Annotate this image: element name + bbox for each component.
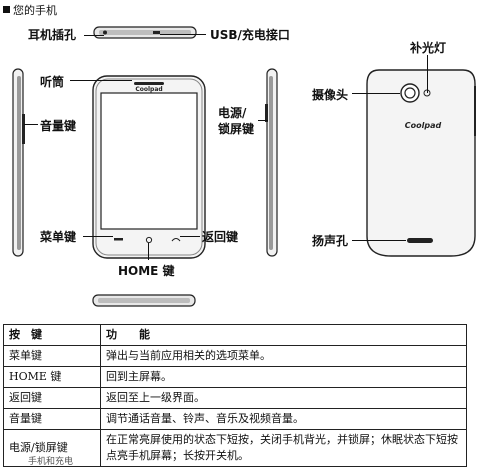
table-row: 返回键 返回至上一级界面。 xyxy=(3,387,467,409)
table-row: 电源/锁屏键 在正常亮屏使用的状态下短按，关闭手机背光，并锁屏；休眠状态下短按点… xyxy=(3,429,467,467)
home-key-label: HOME 键 xyxy=(118,264,175,278)
phone-top-illustration xyxy=(93,26,197,39)
phone-back-illustration: Coolpad xyxy=(366,69,476,257)
column-header-function: 功 能 xyxy=(100,324,467,346)
phone-side-illustration xyxy=(265,68,278,257)
phone-front-view: Coolpad xyxy=(92,75,206,259)
volume-key-label: 音量键 xyxy=(40,119,77,133)
usb-port-label: USB/充电接口 xyxy=(210,28,290,42)
receiver-pointer xyxy=(70,80,132,81)
table-row: 菜单键 弹出与当前应用相关的选项菜单。 xyxy=(3,345,467,367)
square-bullet-icon xyxy=(3,6,10,13)
back-key-pointer xyxy=(180,236,200,237)
back-key-label: 返回键 xyxy=(202,230,239,244)
camera-pointer xyxy=(352,93,400,94)
function-cell: 弹出与当前应用相关的选项菜单。 xyxy=(100,345,467,367)
phone-left-side-view xyxy=(11,68,25,258)
phone-bottom-illustration xyxy=(92,294,196,307)
next-section-heading-cutoff: 手机和充电 xyxy=(28,457,74,467)
volume-key-pointer xyxy=(24,124,38,125)
menu-key-pointer xyxy=(83,236,113,237)
key-cell: 返回键 xyxy=(3,387,101,409)
usb-port-pointer xyxy=(160,34,206,35)
phone-bottom-view xyxy=(92,293,196,307)
headphone-jack-pointer xyxy=(84,35,104,36)
phone-right-side-view xyxy=(265,68,279,258)
phone-top-view xyxy=(93,25,197,39)
receiver-label: 听筒 xyxy=(40,75,65,89)
phone-side-illustration xyxy=(12,68,25,257)
key-cell: 菜单键 xyxy=(3,345,101,367)
phone-front-illustration: Coolpad xyxy=(92,75,206,259)
fill-light-label: 补光灯 xyxy=(410,41,447,55)
svg-text:Coolpad: Coolpad xyxy=(135,86,162,93)
key-cell: HOME 键 xyxy=(3,366,101,388)
menu-key-label: 菜单键 xyxy=(40,230,77,244)
section-title: 您的手机 xyxy=(3,2,57,18)
key-function-table: 按 键 功 能 菜单键 弹出与当前应用相关的选项菜单。 HOME 键 回到主屏幕… xyxy=(3,324,467,467)
table-header-row: 按 键 功 能 xyxy=(3,324,467,346)
table-row: HOME 键 回到主屏幕。 xyxy=(3,366,467,388)
fill-light-pointer xyxy=(427,55,428,93)
function-cell: 回到主屏幕。 xyxy=(100,366,467,388)
phone-back-view: Coolpad xyxy=(365,68,477,258)
table-row: 音量键 调节通话音量、铃声、音乐及视频音量。 xyxy=(3,408,467,430)
key-cell: 音量键 xyxy=(3,408,101,430)
power-lock-key-label: 电源/ 锁屏键 xyxy=(218,106,255,136)
headphone-jack-label: 耳机插孔 xyxy=(28,28,77,42)
camera-label: 摄像头 xyxy=(312,88,349,102)
function-cell: 在正常亮屏使用的状态下短按，关闭手机背光，并锁屏；休眠状态下短按点亮手机屏幕；长… xyxy=(100,429,467,467)
column-header-key: 按 键 xyxy=(3,324,101,346)
speaker-label: 扬声孔 xyxy=(312,234,349,248)
power-lock-pointer xyxy=(258,120,268,121)
home-key-pointer xyxy=(148,243,149,260)
function-cell: 返回至上一级界面。 xyxy=(100,387,467,409)
speaker-pointer xyxy=(352,240,406,241)
function-cell: 调节通话音量、铃声、音乐及视频音量。 xyxy=(100,408,467,430)
brand-logo: Coolpad xyxy=(405,121,442,130)
